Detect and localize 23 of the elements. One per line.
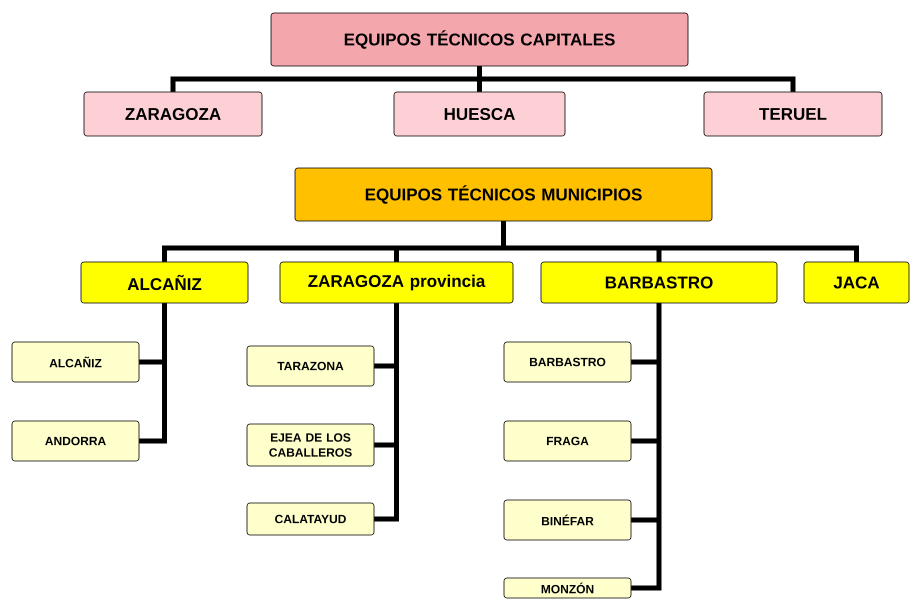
town-box: TARAZONA bbox=[246, 346, 374, 386]
city-box: ZARAGOZA bbox=[84, 92, 262, 136]
town-box: BINÉFAR bbox=[504, 500, 632, 540]
town-box: ALCAÑIZ bbox=[12, 342, 140, 382]
header-box: EQUIPOS TÉCNICOS CAPITALES bbox=[270, 12, 688, 66]
team-box: BARBASTRO bbox=[540, 262, 778, 304]
town-box: CALATAYUD bbox=[246, 502, 374, 536]
town-box: FRAGA bbox=[504, 420, 632, 462]
city-box: TERUEL bbox=[704, 92, 882, 136]
connector-line bbox=[631, 303, 662, 590]
connector-line bbox=[501, 221, 859, 262]
connector-line bbox=[374, 303, 399, 522]
town-box: ANDORRA bbox=[12, 420, 140, 462]
connector-line bbox=[139, 303, 167, 444]
header-box: EQUIPOS TÉCNICOS MUNICIPIOS bbox=[294, 168, 712, 222]
town-box: BARBASTRO bbox=[504, 342, 632, 382]
city-box: HUESCA bbox=[394, 92, 566, 136]
town-box: EJEA DE LOS CABALLEROS bbox=[246, 424, 374, 466]
connector-line bbox=[477, 66, 796, 92]
team-box: JACA bbox=[804, 262, 910, 304]
team-box: ZARAGOZA provincia bbox=[280, 262, 514, 304]
team-box: ALCAÑIZ bbox=[80, 262, 248, 304]
town-box: MONZÓN bbox=[504, 578, 632, 598]
